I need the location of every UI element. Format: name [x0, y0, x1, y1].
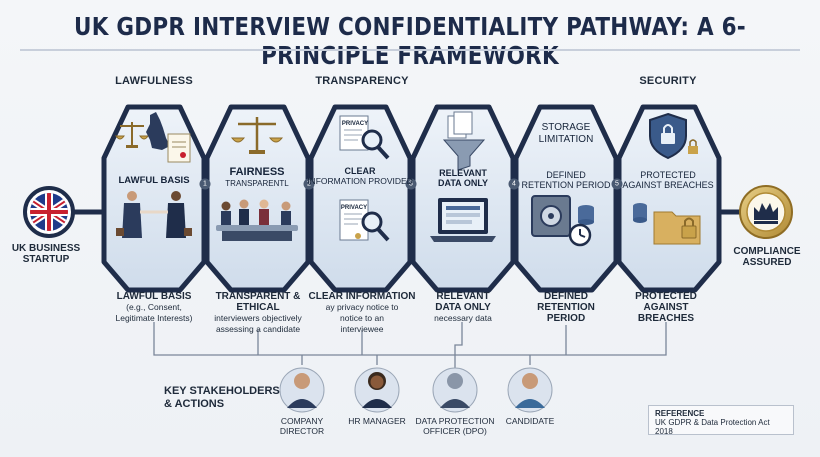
step-number-2: 2	[303, 178, 315, 190]
step-number-4: 4	[508, 178, 520, 190]
caption-principle-6: PROTECTED AGAINST BREACHES	[635, 291, 697, 324]
reference-text: UK GDPR & Data Protection Act 2018	[655, 418, 770, 436]
title-divider	[20, 49, 800, 51]
uk-map-icon	[146, 112, 170, 150]
label-lawfulness: LAWFULNESS	[115, 75, 193, 87]
reference-box: REFERENCE UK GDPR & Data Protection Act …	[648, 405, 794, 436]
role-candidate: CANDIDATE	[505, 416, 555, 426]
hex-6-label: PROTECTED AGAINST BREACHES	[622, 170, 714, 190]
uk-flag-icon	[23, 186, 75, 238]
privacy-doc-label-bottom: PRIVACY	[340, 205, 368, 211]
privacy-notice-magnifier-icon	[339, 199, 390, 242]
privacy-doc-label-top: PRIVACY	[341, 121, 369, 127]
label-transparency: TRANSPARENCY	[315, 75, 409, 87]
hex-1-label: LAWFUL BASIS	[118, 175, 190, 186]
interview-panel-icon	[216, 199, 298, 241]
clock-icon	[568, 223, 592, 247]
dpo-avatar	[432, 367, 478, 413]
database-icon	[578, 205, 594, 225]
caption-principle-4: RELEVANT DATA ONLY necessary data	[434, 291, 492, 323]
hex-5-label: DEFINED RETENTION PERIOD	[521, 170, 611, 190]
storage-safe-icon	[531, 195, 571, 237]
principle-hex-2	[204, 104, 311, 293]
role-hr-manager: HR MANAGER	[348, 416, 406, 426]
shield-lock-icon	[649, 112, 698, 160]
page-title: UK GDPR INTERVIEW CONFIDENTIALITY PATHWA…	[74, 12, 746, 70]
candidate-avatar	[507, 367, 553, 413]
caption-principle-1: LAWFUL BASIS (e.g., Consent, Legitimate …	[115, 291, 193, 323]
step-number-5: 5	[611, 178, 623, 190]
hex-3-label: CLEAR INFORMATION PROVIDED	[307, 166, 413, 186]
handshake-people-icon	[116, 191, 192, 238]
stakeholder-connectors	[153, 322, 667, 380]
balance-scale-icon	[230, 117, 284, 154]
caption-principle-3: CLEAR INFORMATION ay privacy notice to n…	[308, 291, 416, 334]
hex-5-header: STORAGE LIMITATION	[538, 122, 594, 145]
crown-seal-icon	[739, 185, 793, 239]
end-label: COMPLIANCE ASSURED	[733, 246, 801, 268]
start-label: UK BUSINESS STARTUP	[11, 243, 81, 265]
secure-folders-icon	[633, 203, 701, 245]
scales-of-justice-icon	[115, 122, 149, 148]
step-number-1: 1	[199, 178, 211, 190]
label-security: SECURITY	[639, 75, 697, 87]
hr-manager-avatar	[354, 367, 400, 413]
caption-principle-2: TRANSPARENT & ETHICAL interviewers objec…	[214, 291, 302, 334]
laptop-form-icon	[430, 198, 496, 242]
privacy-document-icon	[339, 115, 390, 160]
funnel-filter-icon	[442, 111, 486, 171]
certificate-icon	[167, 133, 191, 163]
role-dpo: DATA PROTECTION OFFICER (DPO)	[415, 416, 495, 436]
hex-2-label: FAIRNESS TRANSPARENTL	[225, 166, 289, 188]
role-company-director: COMPANY DIRECTOR	[279, 416, 325, 436]
company-director-avatar	[279, 367, 325, 413]
step-number-3: 3	[405, 178, 417, 190]
caption-principle-5: DEFINED RETENTION PERIOD	[537, 291, 595, 324]
hex-4-label: RELEVANT DATA ONLY	[437, 168, 489, 188]
reference-heading: REFERENCE	[655, 409, 705, 418]
stakeholders-heading: KEY STAKEHOLDERS & ACTIONS	[164, 385, 280, 410]
